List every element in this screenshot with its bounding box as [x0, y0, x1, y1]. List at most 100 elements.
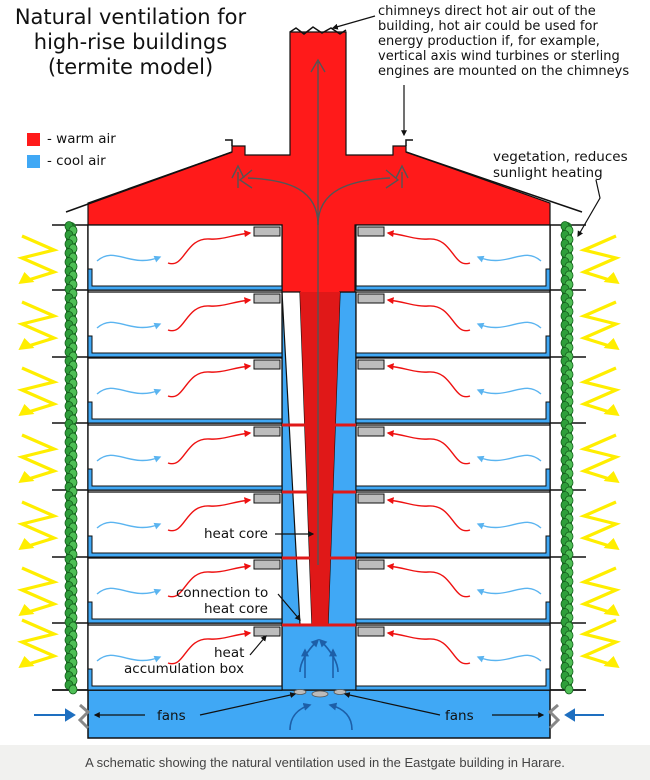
sunlight-ray: [17, 433, 59, 481]
floor-duct-right: [355, 468, 551, 491]
roof-edges: [65, 26, 583, 213]
room-right: [355, 224, 551, 291]
fan-right-icon: [547, 703, 561, 730]
heat-box-left: [253, 559, 281, 570]
legend-warm-label: - warm air: [47, 131, 116, 147]
room-right: [355, 624, 551, 691]
heat-box-right: [357, 293, 385, 304]
floor-duct-left: [87, 468, 283, 491]
heat-core: [300, 292, 340, 625]
sunlight-arrowhead: [18, 656, 35, 668]
fan-center-icon: [293, 689, 307, 695]
chimney-updraft-arrows: [231, 58, 409, 565]
heat-box-label: accumulation box: [124, 661, 244, 677]
sunlight-ray: [579, 566, 621, 614]
heat-box-left: [253, 493, 281, 504]
room-left: [87, 424, 283, 491]
floor-duct-left: [87, 268, 283, 291]
sunlight-arrowhead: [603, 404, 620, 416]
sunlight-arrowhead: [603, 272, 620, 284]
sunlight-ray: [579, 366, 621, 414]
warm-airflow-arrow: [386, 430, 471, 465]
sunlight-arrowhead: [18, 538, 35, 550]
room-left: [87, 491, 283, 558]
ventilation-diagram: [17, 15, 621, 739]
cool-airflow-arrow: [96, 387, 162, 396]
warm-airflow-arrow: [167, 630, 252, 665]
heat-box-left: [253, 226, 281, 237]
room-right: [355, 557, 551, 624]
room-right: [355, 491, 551, 558]
sunlight-arrowhead: [18, 404, 35, 416]
leaf: [68, 684, 78, 695]
sunlight-ray: [579, 234, 621, 282]
cool-airflow-arrow: [96, 454, 162, 463]
sunlight-ray: [579, 500, 621, 548]
warm-airflow-arrow: [386, 230, 471, 265]
warm-airflow-arrow: [167, 230, 252, 265]
vegetation-note-line: sunlight heating: [493, 165, 603, 181]
sunlight-arrows: [17, 234, 621, 668]
cool-airflow-arrow: [476, 454, 542, 463]
fan-center-icon: [333, 689, 347, 695]
floor-duct-right: [355, 335, 551, 358]
heat-box-left: [253, 626, 281, 637]
connection-label: heat core: [204, 601, 268, 617]
sunlight-arrowhead: [18, 272, 35, 284]
sunlight-ray: [579, 618, 621, 666]
cool-airflow-arrow: [476, 587, 542, 596]
intake-arrows: [34, 708, 604, 722]
heat-box-left: [253, 426, 281, 437]
title-line-1: Natural ventilation for: [14, 5, 247, 29]
annotation-pointers: [249, 15, 601, 656]
floor-duct-right: [355, 268, 551, 291]
cool-airflow-arrow: [96, 521, 162, 530]
fan-center-icon: [311, 690, 329, 698]
room-right: [355, 424, 551, 491]
room-left: [87, 224, 283, 291]
warm-airflow-arrow: [167, 563, 252, 598]
heat-box-left: [253, 293, 281, 304]
cool-airflow-arrow: [96, 321, 162, 330]
plenum-airflow-arrows: [289, 638, 353, 731]
floor-duct-right: [355, 401, 551, 424]
room-right: [355, 357, 551, 424]
chimney-note-line: vertical axis wind turbines or sterling: [378, 49, 620, 64]
heat-box-right: [357, 226, 385, 237]
fan-pointer-arrows: [93, 692, 545, 718]
sunlight-arrowhead: [603, 604, 620, 616]
vegetation-note-line: vegetation, reduces: [493, 149, 628, 165]
floor-duct-left: [87, 601, 283, 624]
cool-airflow-arrow: [476, 254, 542, 263]
sunlight-arrowhead: [18, 604, 35, 616]
legend-warm-swatch: [27, 133, 40, 146]
cool-airflow-arrow: [476, 521, 542, 530]
connection-label: connection to: [176, 585, 269, 601]
room-right: [355, 291, 551, 358]
title-line-2: high-rise buildings: [33, 30, 228, 54]
sunlight-ray: [17, 234, 59, 282]
sunlight-ray: [17, 366, 59, 414]
warm-airflow-arrow: [386, 297, 471, 332]
fan-left-icon: [77, 703, 91, 730]
warm-airflow-arrow: [167, 497, 252, 532]
leaf: [564, 684, 574, 695]
heat-box-right: [357, 626, 385, 637]
cool-airflow-arrow: [96, 654, 162, 663]
sunlight-ray: [17, 566, 59, 614]
title-line-3: (termite model): [47, 55, 214, 79]
sunlight-ray: [17, 500, 59, 548]
chimney-note-line: chimneys direct hot air out of the: [378, 4, 596, 19]
sunlight-arrowhead: [603, 471, 620, 483]
room-left: [87, 624, 283, 691]
room-left: [87, 291, 283, 358]
heat-box-label: heat: [214, 645, 245, 661]
warm-airflow-arrow: [167, 297, 252, 332]
room-left: [87, 357, 283, 424]
warm-airflow-arrow: [167, 430, 252, 465]
sunlight-arrowhead: [18, 338, 35, 350]
cool-airflow-arrow: [476, 654, 542, 663]
floor-duct-left: [87, 668, 283, 691]
vegetation: [64, 221, 574, 695]
floor-duct-left: [87, 335, 283, 358]
